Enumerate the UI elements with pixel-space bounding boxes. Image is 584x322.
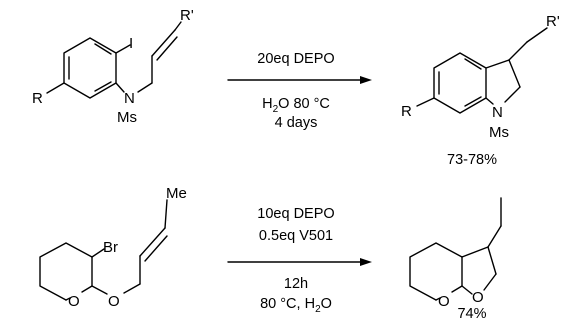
r-prime-label: R' xyxy=(180,7,194,24)
iodine-label: I xyxy=(129,35,133,52)
mesyl-label: Ms xyxy=(117,109,137,126)
ether-oxygen-label: O xyxy=(108,293,120,310)
c-r-bond xyxy=(46,82,65,94)
furan-ch-ch2-bond xyxy=(487,246,497,275)
r-group-label: R xyxy=(32,90,43,107)
alkene-double-bond-inner xyxy=(156,36,178,61)
n-ch2-bond xyxy=(137,82,153,93)
ring-o-c-bond-right xyxy=(81,285,93,293)
reaction-1-arrow xyxy=(227,76,372,84)
pyran-ring xyxy=(39,242,93,301)
alkene-r-bond xyxy=(174,21,182,31)
aromatic-double-bond xyxy=(464,96,482,107)
o-ch2-bond xyxy=(123,283,141,294)
reaction-2-yield: 74% xyxy=(457,306,486,322)
indoline-benzene-ring xyxy=(433,52,487,114)
reaction-1-time: 4 days xyxy=(275,115,318,131)
ch2-bond xyxy=(508,41,528,61)
c-o-ether-bond xyxy=(91,285,108,295)
ring-o-c-bond-right xyxy=(451,285,463,293)
oxygen-right-label: O xyxy=(472,289,484,306)
nitrogen-label: N xyxy=(124,90,135,107)
r-group-label: R xyxy=(401,103,412,120)
c2-n-bond xyxy=(504,86,521,103)
c2-bond xyxy=(508,59,521,88)
furan-ch2-o-bond xyxy=(483,273,497,291)
r-prime-label: R' xyxy=(546,13,560,30)
reaction-2-arrow xyxy=(227,258,372,266)
reaction-2-initiator: 0.5eq V501 xyxy=(259,228,333,244)
ring-o-c-bond-left xyxy=(435,297,441,301)
reaction-1-solvent-temp: H2O 80 °C xyxy=(262,96,330,115)
c-n-bond xyxy=(115,82,125,93)
pyran-ring xyxy=(409,242,463,301)
alkene-double-bond xyxy=(139,227,166,257)
methyl-label: Me xyxy=(166,185,187,202)
ring-o-c-bond-left xyxy=(65,297,71,301)
alkene-double-bond xyxy=(151,29,176,57)
oxygen-left-label: O xyxy=(438,293,450,310)
alkene-me-bond xyxy=(164,199,168,229)
c-r-bond xyxy=(416,97,435,107)
reactant-1-structure: I R N Ms R' xyxy=(32,7,194,126)
ethyl-bond-1 xyxy=(487,225,502,248)
aromatic-double-bond xyxy=(94,81,112,92)
aromatic-double-bond xyxy=(94,43,112,55)
c3-bond xyxy=(485,59,510,69)
product-2-structure: O O xyxy=(409,197,502,310)
furan-o-c-bond xyxy=(461,285,473,295)
c-br-bond xyxy=(91,248,105,258)
reaction-1-reagent: 20eq DEPO xyxy=(257,51,334,67)
c-n-ring-bond xyxy=(485,97,494,105)
furan-c-bond xyxy=(461,246,489,258)
aromatic-double-bond xyxy=(464,58,482,70)
reactant-2-structure: Br Me O O xyxy=(39,185,187,310)
product-1-structure: R N Ms R' xyxy=(401,13,560,141)
reaction-2-temp-solvent: 80 °C, H2O xyxy=(260,296,332,315)
bromine-label: Br xyxy=(103,239,118,256)
reaction-1-yield: 73-78% xyxy=(447,152,497,168)
reaction-2-time: 12h xyxy=(284,276,308,292)
benzene-ring xyxy=(63,37,117,99)
reaction-2-reagent: 10eq DEPO xyxy=(257,206,334,222)
ch2-r-prime-bond xyxy=(526,27,548,43)
nitrogen-label: N xyxy=(492,104,503,121)
c-i-bond xyxy=(115,44,131,54)
mesyl-label: Ms xyxy=(489,124,509,141)
ring-oxygen-label: O xyxy=(68,293,80,310)
alkene-double-bond-inner xyxy=(144,235,168,262)
